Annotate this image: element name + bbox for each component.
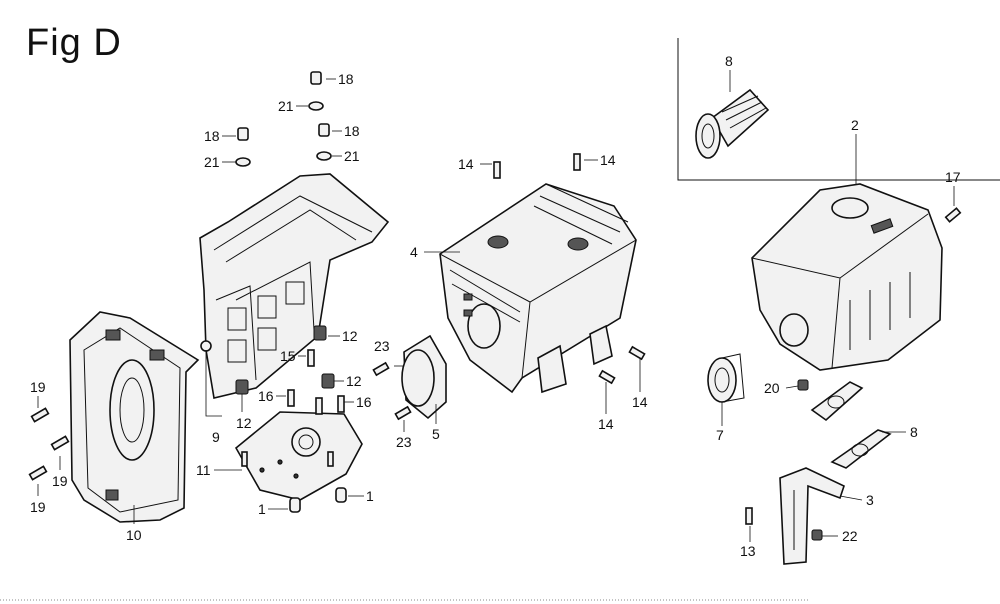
strainer-part-inset: [695, 88, 770, 159]
muffler-part: [439, 183, 637, 394]
tank-bracket-part: [779, 467, 845, 565]
inset-box: [677, 38, 1000, 181]
callout-7: 7: [716, 427, 724, 443]
callout-16: 16: [356, 394, 372, 410]
callout-9: 9: [212, 429, 220, 445]
callout-18: 18: [204, 128, 220, 144]
callout-19: 19: [30, 379, 46, 395]
callout-19: 19: [30, 499, 46, 515]
grommet-part: [707, 353, 745, 403]
heat-shield-part: [199, 173, 390, 399]
callout-23: 23: [374, 338, 390, 354]
hardware-parts: [28, 71, 962, 541]
callout-14: 14: [632, 394, 648, 410]
callout-18: 18: [344, 123, 360, 139]
callout-16: 16: [258, 388, 274, 404]
callout-21: 21: [278, 98, 294, 114]
callout-21: 21: [204, 154, 220, 170]
callout-12: 12: [342, 328, 358, 344]
callout-22: 22: [842, 528, 858, 544]
callout-8: 8: [725, 53, 733, 69]
callout-20: 20: [764, 380, 780, 396]
callout-14: 14: [600, 152, 616, 168]
callout-12: 12: [346, 373, 362, 389]
callout-2: 2: [851, 117, 859, 133]
callout-19: 19: [52, 473, 68, 489]
fuel-tank-part: [751, 183, 943, 371]
callout-23: 23: [396, 434, 412, 450]
callout-15: 15: [280, 348, 296, 364]
callout-14: 14: [458, 156, 474, 172]
callout-21: 21: [344, 148, 360, 164]
gasket-parts: [810, 381, 892, 469]
cover-cap-part: [401, 334, 447, 420]
callout-4: 4: [410, 244, 418, 260]
base-plate-part: [234, 411, 363, 501]
callout-12: 12: [236, 415, 252, 431]
callout-1: 1: [258, 501, 266, 517]
callout-13: 13: [740, 543, 756, 559]
callout-1: 1: [366, 488, 374, 504]
callout-18: 18: [338, 71, 354, 87]
callout-14: 14: [598, 416, 614, 432]
callout-3: 3: [866, 492, 874, 508]
callout-10: 10: [126, 527, 142, 543]
mount-frame-part: [69, 311, 200, 523]
callout-11: 11: [196, 462, 211, 478]
callout-8: 8: [910, 424, 918, 440]
callout-labels: 18 21 18 21 18 21 12 15 12 16 16 12 9 11…: [30, 53, 961, 559]
callout-17: 17: [945, 169, 961, 185]
callout-5: 5: [432, 426, 440, 442]
figure-title: Fig D: [26, 22, 122, 64]
leader-lines: [37, 70, 955, 542]
